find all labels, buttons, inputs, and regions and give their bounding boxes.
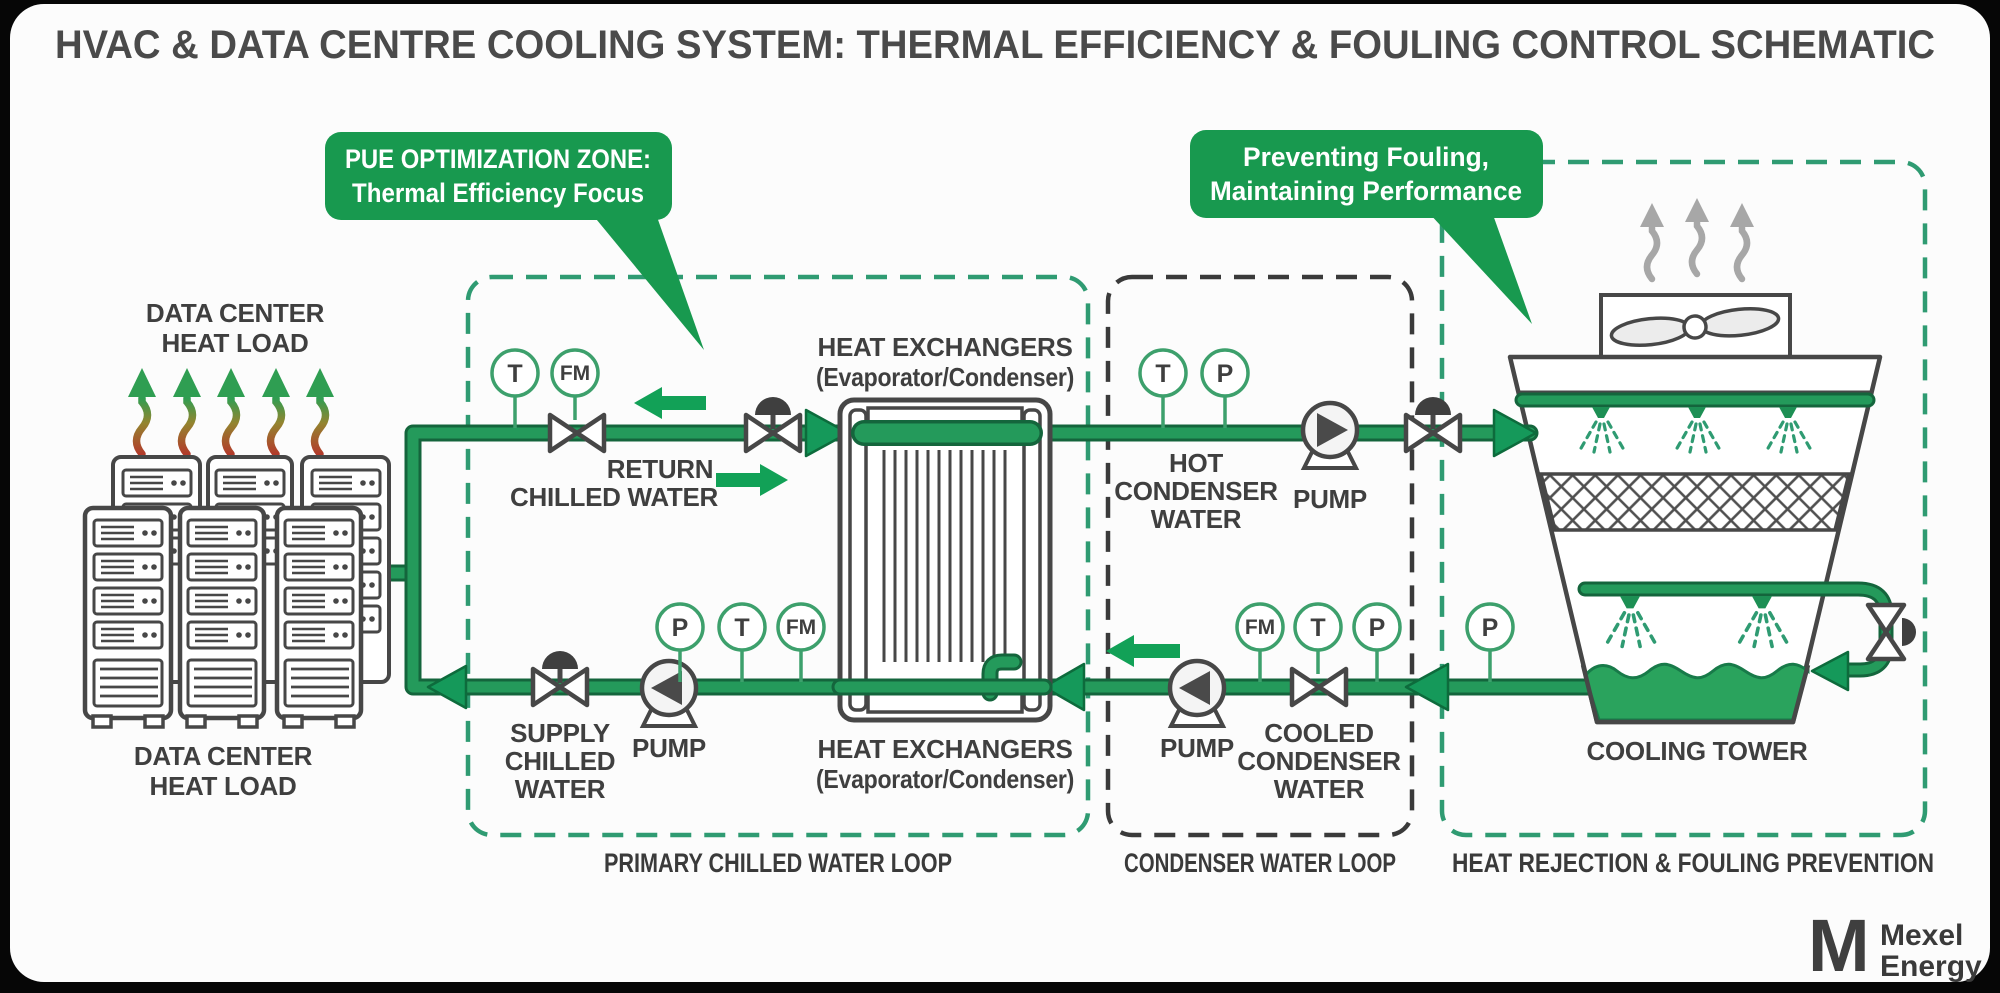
arrow-supply-to-dc — [426, 664, 468, 710]
arrow-condenser-return — [1404, 662, 1450, 712]
flow-arrow-left-cooled — [1106, 635, 1180, 667]
dc-heat-load-bottom-label: HEAT LOAD — [149, 771, 296, 801]
gauge-label: T — [734, 614, 749, 642]
dc-heat-load-bottom-label: DATA CENTER — [134, 741, 313, 771]
logo-m-icon: M — [1808, 904, 1870, 987]
hx-label-top: (Evaporator/Condenser) — [816, 362, 1074, 392]
pump-label: PUMP — [1160, 733, 1234, 763]
dc-heat-load-top-label: HEAT LOAD — [161, 328, 308, 358]
condenser-loop-zone-label: CONDENSER WATER LOOP — [1124, 848, 1396, 878]
arrow-hx-bottom — [1042, 662, 1086, 712]
logo-name: Mexel — [1880, 919, 1963, 952]
pump-label: PUMP — [632, 733, 706, 763]
pumps — [642, 403, 1357, 726]
arrow-into-tower — [1492, 408, 1538, 458]
valves — [533, 397, 1916, 705]
chilled-water-pump — [642, 661, 696, 726]
callout-pue-optimization: PUE OPTIMIZATION ZONE: Thermal Efficienc… — [325, 132, 704, 350]
arrow-into-basin — [1810, 650, 1850, 692]
callout-fouling-prevention: Preventing Fouling, Maintaining Performa… — [1190, 130, 1543, 324]
company-logo: M Mexel Energy — [1808, 904, 1982, 987]
tower-bypass-valve — [1865, 602, 1916, 662]
gauge-label: P — [1369, 614, 1386, 642]
cooling-tower-label: COOLING TOWER — [1587, 736, 1808, 766]
cooled-condenser-pump — [1170, 661, 1224, 726]
supply-chilled-label: SUPPLY — [510, 718, 610, 748]
return-chilled-label: RETURN — [607, 454, 714, 484]
basin-water — [1583, 662, 1810, 722]
callout-text: Thermal Efficiency Focus — [352, 178, 644, 208]
pump-label: PUMP — [1293, 484, 1367, 514]
primary-chilled-loop-zone — [465, 274, 1091, 838]
primary-loop-zone-label: PRIMARY CHILLED WATER LOOP — [604, 848, 952, 878]
return-chilled-label: CHILLED WATER — [510, 482, 718, 512]
condenser-pump — [1303, 403, 1357, 468]
zone-boxes — [465, 159, 1928, 838]
data-center — [82, 368, 391, 729]
instrument-gauges: T FM T P P T FM FM T P P — [490, 348, 1515, 682]
flow-arrow-right-return — [716, 464, 788, 496]
supply-chilled-label: CHILLED — [505, 746, 616, 776]
heat-rejection-zone — [1439, 159, 1928, 838]
hot-condenser-label: WATER — [1151, 504, 1242, 534]
cooled-condenser-label: WATER — [1274, 774, 1365, 804]
gauge-label: P — [1217, 360, 1234, 388]
heat-rejection-zone-label: HEAT REJECTION & FOULING PREVENTION — [1452, 848, 1934, 878]
gauge-label: T — [1155, 360, 1170, 388]
fill-media — [1538, 472, 1852, 532]
flow-arrow-left-return — [634, 387, 706, 419]
flow-direction-arrows — [634, 387, 1180, 667]
gauge-label: P — [1482, 614, 1499, 642]
tower-basin — [1580, 662, 1811, 725]
cooled-condenser-label: COOLED — [1264, 718, 1373, 748]
hx-label-bottom: (Evaporator/Condenser) — [816, 764, 1074, 794]
gauge-label: FM — [1245, 616, 1275, 639]
callout-text: Maintaining Performance — [1210, 176, 1522, 206]
gauge-label: P — [672, 614, 689, 642]
hx-label-bottom: HEAT EXCHANGERS — [817, 734, 1072, 764]
fan-icon — [1609, 306, 1781, 348]
logo-name: Energy — [1880, 950, 1982, 983]
arrow-into-hx — [804, 408, 850, 458]
condenser-loop-zone — [1105, 274, 1415, 838]
server-rack-front-row — [82, 505, 364, 729]
hot-condenser-label: HOT — [1169, 448, 1223, 478]
callout-text: PUE OPTIMIZATION ZONE: — [345, 144, 651, 174]
gauge-label: FM — [560, 362, 590, 385]
cooling-tower — [1507, 198, 1883, 725]
dc-heat-load-top-label: DATA CENTER — [146, 298, 325, 328]
callout-text: Preventing Fouling, — [1243, 142, 1489, 172]
gauge-label: FM — [786, 616, 816, 639]
gauge-label: T — [507, 360, 522, 388]
supply-chilled-label: WATER — [515, 774, 606, 804]
cooled-condenser-label: CONDENSER — [1237, 746, 1401, 776]
hx-label-top: HEAT EXCHANGERS — [817, 332, 1072, 362]
page-title: HVAC & DATA CENTRE COOLING SYSTEM: THERM… — [55, 23, 1935, 67]
hx-plates — [882, 450, 1007, 662]
heat-exchanger — [831, 397, 1053, 723]
flow-arrowheads — [426, 408, 1850, 712]
hot-condenser-label: CONDENSER — [1114, 476, 1278, 506]
diagram-labels: DATA CENTER HEAT LOAD DATA CENTER HEAT L… — [134, 298, 1934, 878]
gauge-label: T — [1310, 614, 1325, 642]
